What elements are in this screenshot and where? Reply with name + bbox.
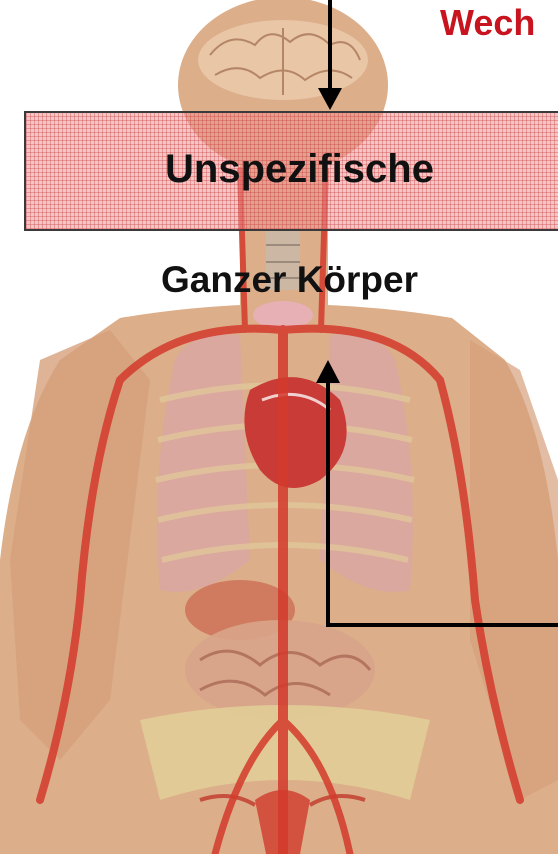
body-label: Ganzer Körper <box>161 259 418 301</box>
brain <box>198 20 368 100</box>
band-label: Unspezifische <box>165 147 434 192</box>
title-fragment: Wech <box>440 2 535 44</box>
